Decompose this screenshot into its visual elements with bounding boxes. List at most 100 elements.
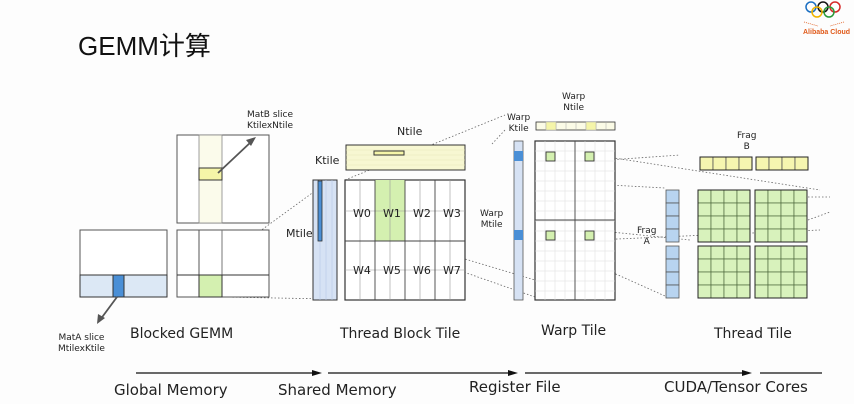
accumulator-cell [697,189,712,204]
frag-a-cell [665,271,680,286]
accumulator-cell [793,215,808,230]
accumulator-cell [710,258,725,273]
accumulator-cell [697,202,712,217]
thread-block-grid [344,179,466,301]
accumulator-cell [767,271,782,286]
accumulator-cell [780,215,795,230]
accumulator-cell [780,271,795,286]
warp-label-w1: W1 [383,207,401,220]
accumulator-cell [710,228,725,243]
frag-a-strips [665,189,680,299]
accumulator-cell [723,258,738,273]
memory-level-global: Global Memory [114,381,228,399]
warp-ntile-label: Warp Ntile [562,92,586,113]
frag-b-cell [699,156,714,171]
accumulator-cell [754,284,769,299]
accumulator-cell [780,284,795,299]
accumulator-cell [723,284,738,299]
accumulator-cell [793,189,808,204]
ktile-ntile-strip [345,144,466,171]
warp-label-w5: W5 [383,264,401,277]
accumulator-cell [754,215,769,230]
accumulator-cell [697,284,712,299]
matb-slice-label: MatB slice KtilexNtile [247,110,294,131]
accumulator-cell [736,228,751,243]
warp-ktile-label: Warp Ktile [507,113,531,134]
memory-arrows [136,370,822,376]
accumulator-cell [754,189,769,204]
accumulator-cell [754,258,769,273]
accumulator-cell [780,228,795,243]
frag-a-cell [665,228,680,243]
warp-label-w2: W2 [413,207,431,220]
warp-ntile-strip [535,121,616,131]
accumulator-tiles [697,189,808,299]
accumulator-cell [736,189,751,204]
matb-matrix [176,134,270,224]
mtile-label: Mtile [286,227,313,240]
page-title: GEMM计算 [78,31,211,61]
accumulator-cell [710,271,725,286]
ntile-label: Ntile [397,125,423,138]
accumulator-cell [793,245,808,260]
frag-b-cell [768,156,783,171]
warp-label-w4: W4 [353,264,371,277]
accumulator-cell [793,271,808,286]
accumulator-cell [767,245,782,260]
accumulator-cell [723,245,738,260]
accumulator-cell [767,189,782,204]
accumulator-cell [723,228,738,243]
frag-a-cell [665,245,680,260]
accumulator-cell [754,245,769,260]
accumulator-cell [767,202,782,217]
accumulator-cell [793,284,808,299]
accumulator-cell [710,284,725,299]
accumulator-cell [697,215,712,230]
frag-a-label: Frag A [637,226,657,247]
slice-arrows [97,137,256,324]
warp-label-w0: W0 [353,207,371,220]
accumulator-cell [780,258,795,273]
accumulator-cell [723,215,738,230]
accumulator-cell [697,258,712,273]
thread-tile-caption: Thread Tile [714,326,792,342]
frag-a-cell [665,215,680,230]
frag-a-cell [665,189,680,204]
accumulator-cell [697,245,712,260]
accumulator-cell [697,228,712,243]
frag-b-cell [794,156,809,171]
warp-tile-caption: Warp Tile [541,323,607,339]
accumulator-cell [723,189,738,204]
accumulator-cell [767,258,782,273]
frag-b-cell [712,156,727,171]
logo-brand: Alibaba Cloud [803,29,851,36]
accumulator-cell [754,202,769,217]
warp-label-w6: W6 [413,264,431,277]
accumulator-cell [736,202,751,217]
frag-b-strips [699,156,809,171]
frag-b-cell [738,156,753,171]
accumulator-cell [767,215,782,230]
memory-level-cores: CUDA/Tensor Cores [664,378,808,396]
accumulator-cell [736,284,751,299]
accumulator-cell [710,189,725,204]
warp-grid [534,140,616,301]
accumulator-cell [736,258,751,273]
frag-b-cell [781,156,796,171]
accumulator-cell [793,258,808,273]
frag-a-cell [665,284,680,299]
warp-label-w3: W3 [443,207,461,220]
frag-a-cell [665,258,680,273]
frag-b-cell [755,156,770,171]
memory-level-register: Register File [469,378,561,396]
accumulator-cell [754,228,769,243]
accumulator-cell [754,271,769,286]
mata-matrix [79,229,168,298]
accumulator-cell [780,245,795,260]
warp-label-w7: W7 [443,264,461,277]
blocked-gemm-caption: Blocked GEMM [130,326,234,342]
frag-b-label: Frag B [737,131,757,152]
frag-a-cell [665,202,680,217]
accumulator-cell [736,245,751,260]
